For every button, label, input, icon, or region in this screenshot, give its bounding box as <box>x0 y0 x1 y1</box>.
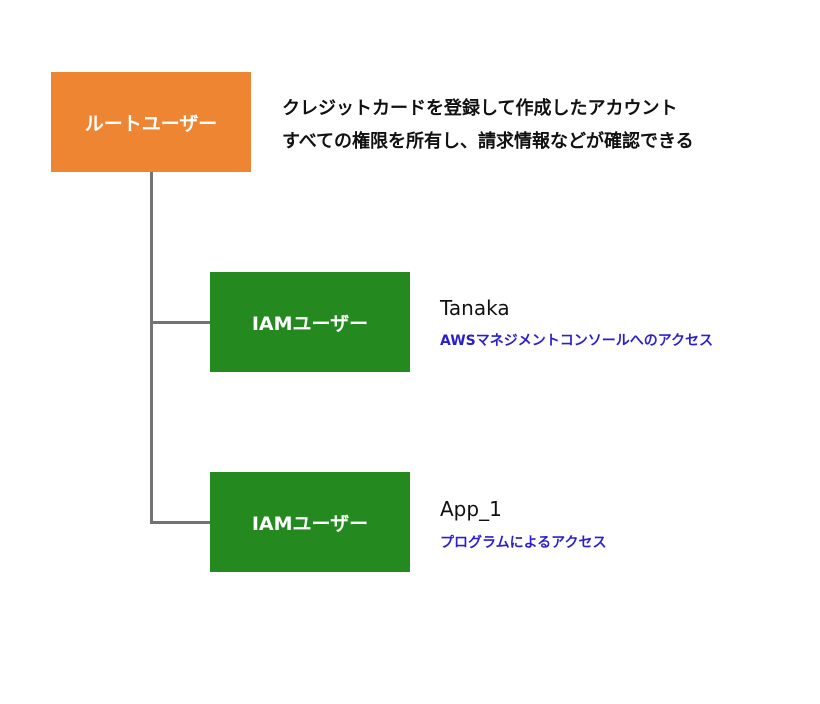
root-user-box: ルートユーザー <box>51 72 251 172</box>
connector-vertical <box>150 172 153 524</box>
connector-to-iam-user-2 <box>150 521 210 524</box>
iam-user-box-1: IAMユーザー <box>210 272 410 372</box>
iam-user-access-2: プログラムによるアクセス <box>440 535 607 551</box>
iam-user-label-1: IAMユーザー <box>251 312 369 335</box>
root-description-line-2: すべての権限を所有し、請求情報などが確認できる <box>282 131 694 152</box>
connector-to-iam-user-1 <box>150 321 210 324</box>
root-user-description: クレジットカードを登録して作成したアカウント すべての権限を所有し、請求情報など… <box>282 92 694 158</box>
iam-user-name-1: Tanaka <box>440 296 510 320</box>
iam-user-box-2: IAMユーザー <box>210 472 410 572</box>
root-user-label: ルートユーザー <box>84 112 218 135</box>
iam-user-access-1: AWSマネジメントコンソールへのアクセス <box>440 333 714 349</box>
iam-user-name-2: App_1 <box>440 497 502 521</box>
root-description-line-1: クレジットカードを登録して作成したアカウント <box>282 98 678 119</box>
iam-user-label-2: IAMユーザー <box>251 512 369 535</box>
